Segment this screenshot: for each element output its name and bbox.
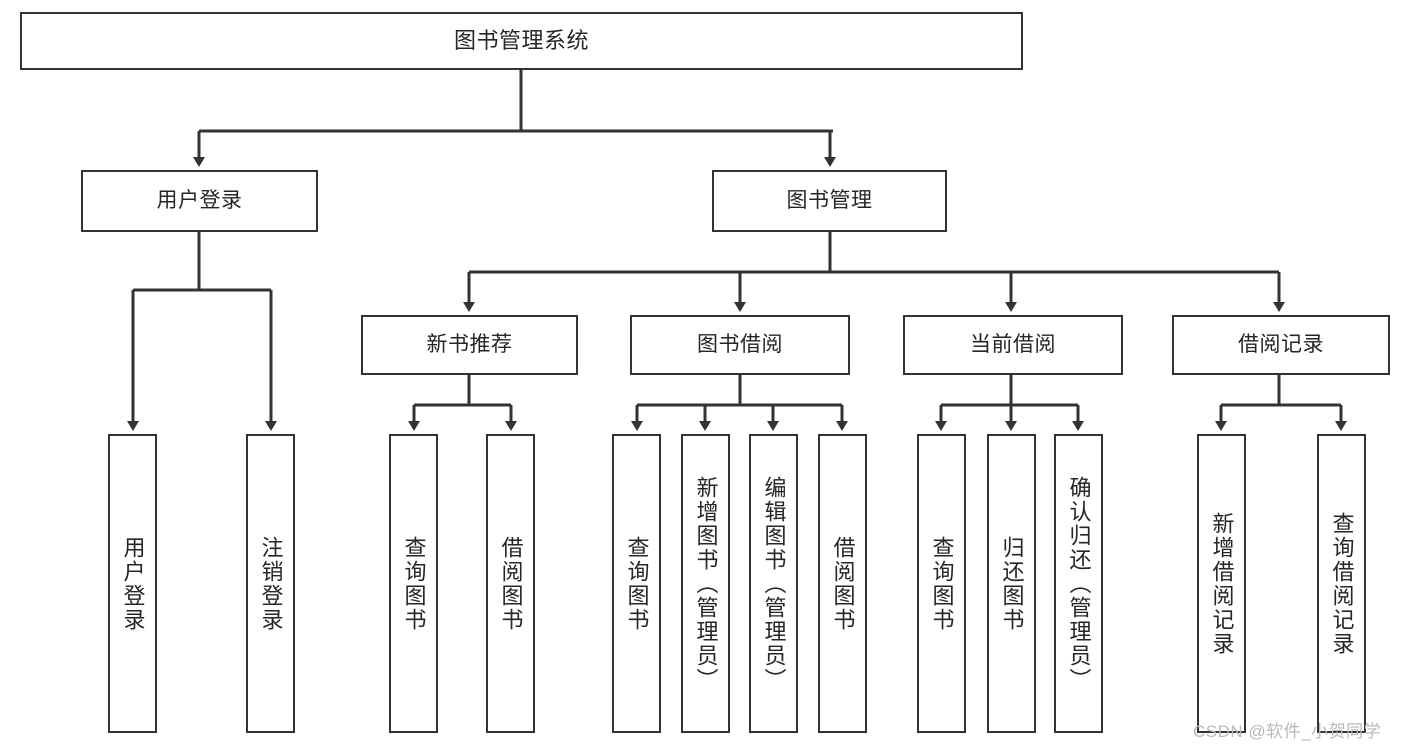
node-label: 新增借阅记录 <box>1209 511 1235 656</box>
node-label: 当前借阅 <box>970 332 1056 356</box>
leaf-user-login-logout[interactable]: 注销登录 <box>246 434 295 733</box>
leaf-current-borrow-query-books[interactable]: 查询图书 <box>917 434 966 733</box>
leaf-current-borrow-confirm-return-admin[interactable]: 确认归还（管理员） <box>1054 434 1103 733</box>
node-label: 归还图书 <box>999 535 1025 632</box>
leaf-new-book-borrow-books[interactable]: 借阅图书 <box>486 434 535 733</box>
node-label: 查询图书 <box>624 535 650 632</box>
node-label: 新书推荐 <box>426 332 513 356</box>
leaf-book-borrow-edit-book-admin[interactable]: 编辑图书（管理员） <box>749 434 798 733</box>
csdn-watermark: CSDN @软件_小贺同学 <box>1193 722 1382 741</box>
node-label: 借阅记录 <box>1238 332 1324 356</box>
node-book-management[interactable]: 图书管理 <box>712 170 947 232</box>
node-label: 借阅图书 <box>498 535 524 632</box>
node-root-book-management-system[interactable]: 图书管理系统 <box>20 12 1023 70</box>
node-label: 查询图书 <box>401 535 427 632</box>
node-label: 确认归还（管理员） <box>1066 475 1092 692</box>
node-label: 查询图书 <box>929 535 955 632</box>
node-label: 图书管理系统 <box>453 28 589 54</box>
node-label: 编辑图书（管理员） <box>761 475 787 692</box>
node-label: 用户登录 <box>156 188 243 212</box>
leaf-book-borrow-query-books[interactable]: 查询图书 <box>612 434 661 733</box>
node-label: 图书管理 <box>786 188 873 212</box>
node-label: 查询借阅记录 <box>1329 511 1355 656</box>
node-label: 图书借阅 <box>697 332 783 356</box>
leaf-borrow-records-add-record[interactable]: 新增借阅记录 <box>1197 434 1246 733</box>
leaf-book-borrow-add-book-admin[interactable]: 新增图书（管理员） <box>681 434 730 733</box>
node-book-borrow[interactable]: 图书借阅 <box>630 315 850 375</box>
leaf-user-login-login[interactable]: 用户登录 <box>108 434 157 733</box>
node-label: 新增图书（管理员） <box>693 475 719 692</box>
leaf-current-borrow-return-books[interactable]: 归还图书 <box>987 434 1036 733</box>
node-label: 用户登录 <box>120 535 146 632</box>
node-label: 借阅图书 <box>830 535 856 632</box>
leaf-borrow-records-query-record[interactable]: 查询借阅记录 <box>1317 434 1366 733</box>
node-user-login[interactable]: 用户登录 <box>81 170 318 232</box>
node-borrow-records[interactable]: 借阅记录 <box>1172 315 1390 375</box>
node-current-borrow[interactable]: 当前借阅 <box>903 315 1123 375</box>
leaf-new-book-query-books[interactable]: 查询图书 <box>389 434 438 733</box>
leaf-book-borrow-borrow-books[interactable]: 借阅图书 <box>818 434 867 733</box>
node-new-book-recommend[interactable]: 新书推荐 <box>361 315 578 375</box>
node-label: 注销登录 <box>258 535 284 632</box>
